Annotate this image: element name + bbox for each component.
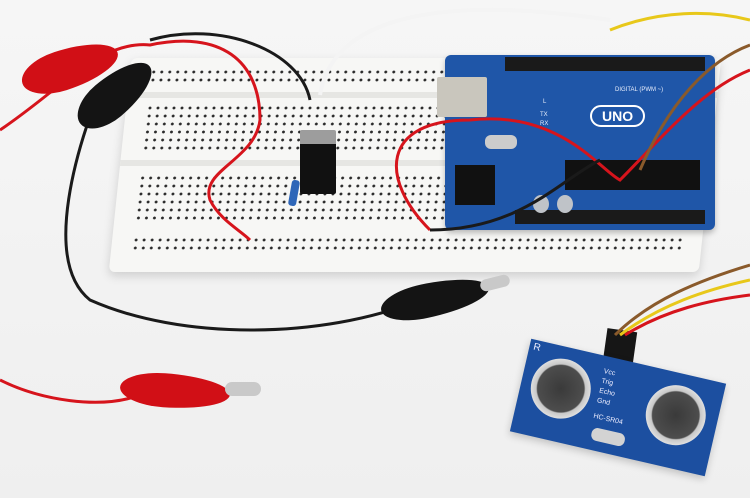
crystal-oscillator bbox=[485, 135, 517, 149]
usb-port bbox=[437, 77, 487, 117]
analog-power-header bbox=[515, 210, 705, 224]
white-wire bbox=[318, 7, 611, 96]
black-wire bbox=[149, 32, 312, 101]
red-wire bbox=[395, 68, 750, 232]
red-wire bbox=[0, 378, 141, 404]
digital-label: DIGITAL (PWM ~) bbox=[615, 87, 664, 93]
voltage-regulator bbox=[300, 130, 336, 194]
yellow-wire bbox=[609, 11, 750, 32]
tx-label: TX bbox=[540, 112, 548, 118]
red-wire bbox=[624, 293, 750, 337]
l-led-label: L bbox=[543, 99, 547, 105]
black-wire bbox=[64, 89, 421, 332]
capacitor bbox=[557, 195, 573, 213]
black-wire bbox=[429, 158, 601, 232]
uno-logo: UNO bbox=[590, 105, 646, 127]
atmega-chip bbox=[565, 160, 700, 190]
dc-power-jack bbox=[455, 165, 495, 205]
arduino-uno-board: DIGITAL (PWM ~) TX RX L UNO bbox=[437, 55, 715, 230]
digital-header bbox=[505, 57, 705, 71]
yellow-wire bbox=[619, 278, 750, 337]
clip-metal-jaw bbox=[225, 382, 261, 396]
brown-wire bbox=[638, 43, 750, 171]
rx-label: RX bbox=[540, 121, 549, 127]
brown-wire bbox=[613, 263, 750, 337]
